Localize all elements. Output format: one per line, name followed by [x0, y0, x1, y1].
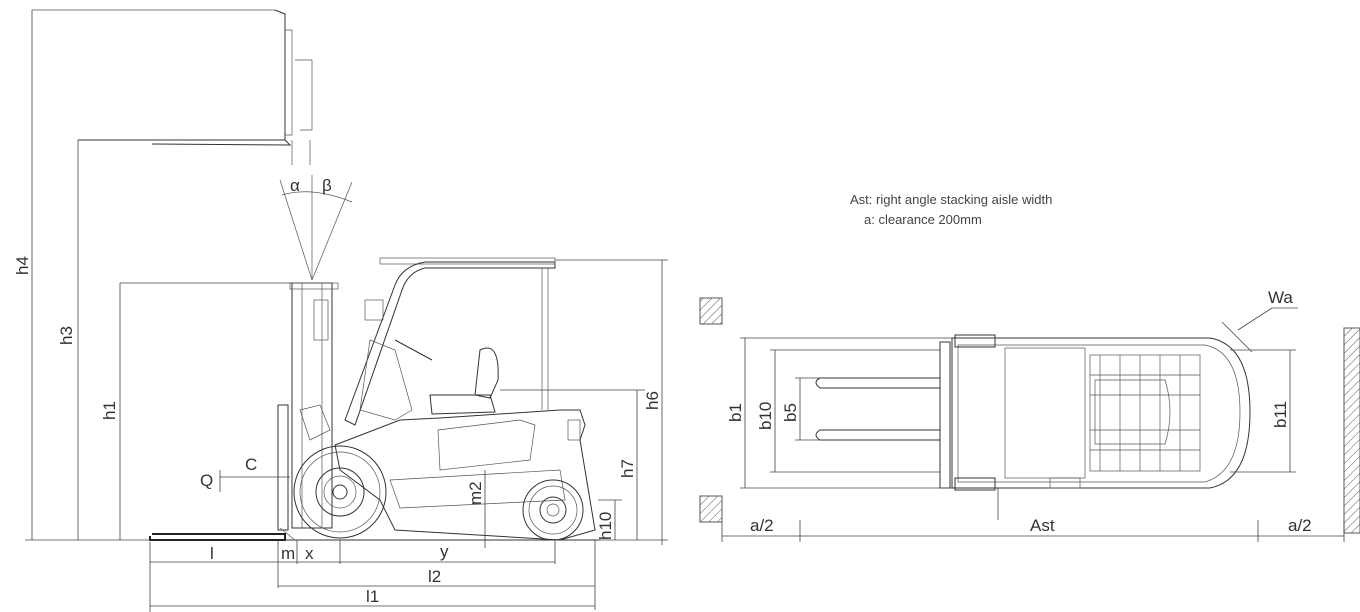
mast: [289, 282, 339, 529]
front-wheel: [293, 445, 387, 539]
label-ast: Ast: [1030, 516, 1055, 535]
label-b1: b1: [726, 403, 745, 422]
note-clearance: a: clearance 200mm: [864, 212, 982, 227]
label-h3: h3: [57, 326, 76, 345]
label-m: m: [281, 544, 295, 563]
label-b5: b5: [781, 403, 800, 422]
top-forks: [815, 377, 940, 441]
side-view: h4 h3 h1 h6 h7 h10 m2 l m x y l2 l1 C Q …: [13, 9, 668, 612]
top-dimensions: [721, 307, 1345, 542]
wall-block-top-left: [699, 297, 723, 325]
wall-right: [1343, 327, 1360, 534]
label-h6: h6: [643, 391, 662, 410]
top-view: Ast: right angle stacking aisle width a:…: [699, 192, 1360, 542]
label-c: C: [245, 455, 257, 474]
tilt-angle-indicator: [279, 175, 353, 281]
overhead-guard: [344, 257, 556, 426]
label-h4: h4: [13, 256, 32, 275]
label-l: l: [210, 544, 214, 563]
top-truck-body: [951, 334, 1251, 491]
label-l1: l1: [366, 587, 379, 606]
label-b11: b11: [1271, 401, 1290, 428]
steering-seat: [359, 339, 499, 421]
label-q: Q: [200, 471, 213, 490]
label-b10: b10: [756, 402, 775, 430]
fork-carriage: [149, 404, 296, 541]
raised-fork-carriage: [32, 9, 313, 165]
label-h1: h1: [100, 401, 119, 420]
label-wa: Wa: [1268, 288, 1293, 307]
label-a-right: a/2: [1288, 516, 1312, 535]
side-horizontal-dimensions: [149, 470, 596, 612]
label-alpha: α: [290, 176, 300, 195]
truck-body: [334, 409, 596, 541]
label-m2: m2: [466, 481, 485, 505]
label-h10: h10: [596, 512, 615, 540]
label-a-left: a/2: [750, 516, 774, 535]
label-beta: β: [322, 176, 332, 195]
note-ast-definition: Ast: right angle stacking aisle width: [850, 192, 1052, 207]
wall-block-bottom-left: [699, 495, 723, 523]
label-x: x: [305, 544, 314, 563]
top-carriage: [939, 341, 951, 489]
label-l2: l2: [428, 567, 441, 586]
side-vertical-dimensions: [25, 10, 668, 548]
label-y: y: [440, 542, 449, 561]
label-h7: h7: [618, 459, 637, 478]
rear-wheel: [522, 479, 584, 541]
